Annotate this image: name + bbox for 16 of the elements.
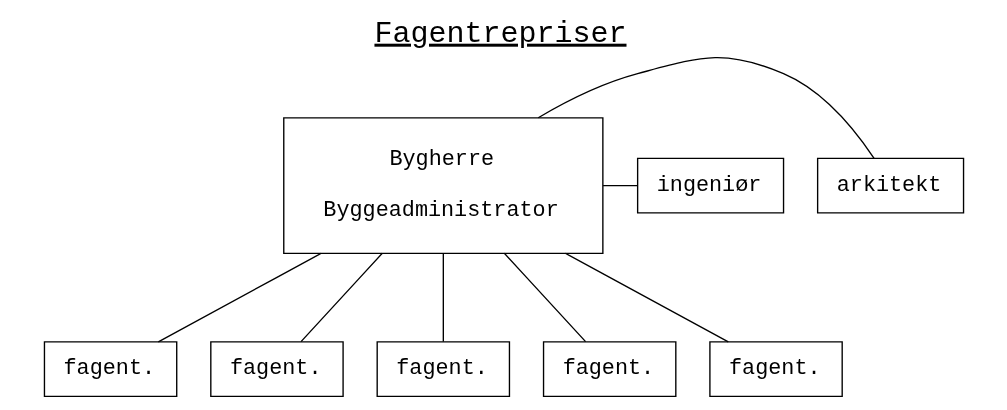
node-box: fagent. — [708, 341, 843, 398]
node-box: Bygherre Byggeadministrator — [282, 117, 604, 255]
connector — [299, 252, 383, 343]
connector — [601, 184, 638, 187]
node-box: ingeniør — [636, 157, 784, 214]
connector — [503, 252, 586, 343]
connector — [564, 252, 729, 343]
node-box: fagent. — [376, 341, 510, 398]
node-box: fagent. — [542, 341, 676, 398]
node-box: fagent. — [209, 341, 344, 398]
node-box: arkitekt — [816, 157, 964, 214]
connector — [537, 57, 875, 159]
connector — [157, 252, 322, 343]
connector — [442, 252, 444, 343]
node-box: fagent. — [43, 341, 177, 398]
diagram-title: Fagentrepriser — [373, 16, 626, 51]
